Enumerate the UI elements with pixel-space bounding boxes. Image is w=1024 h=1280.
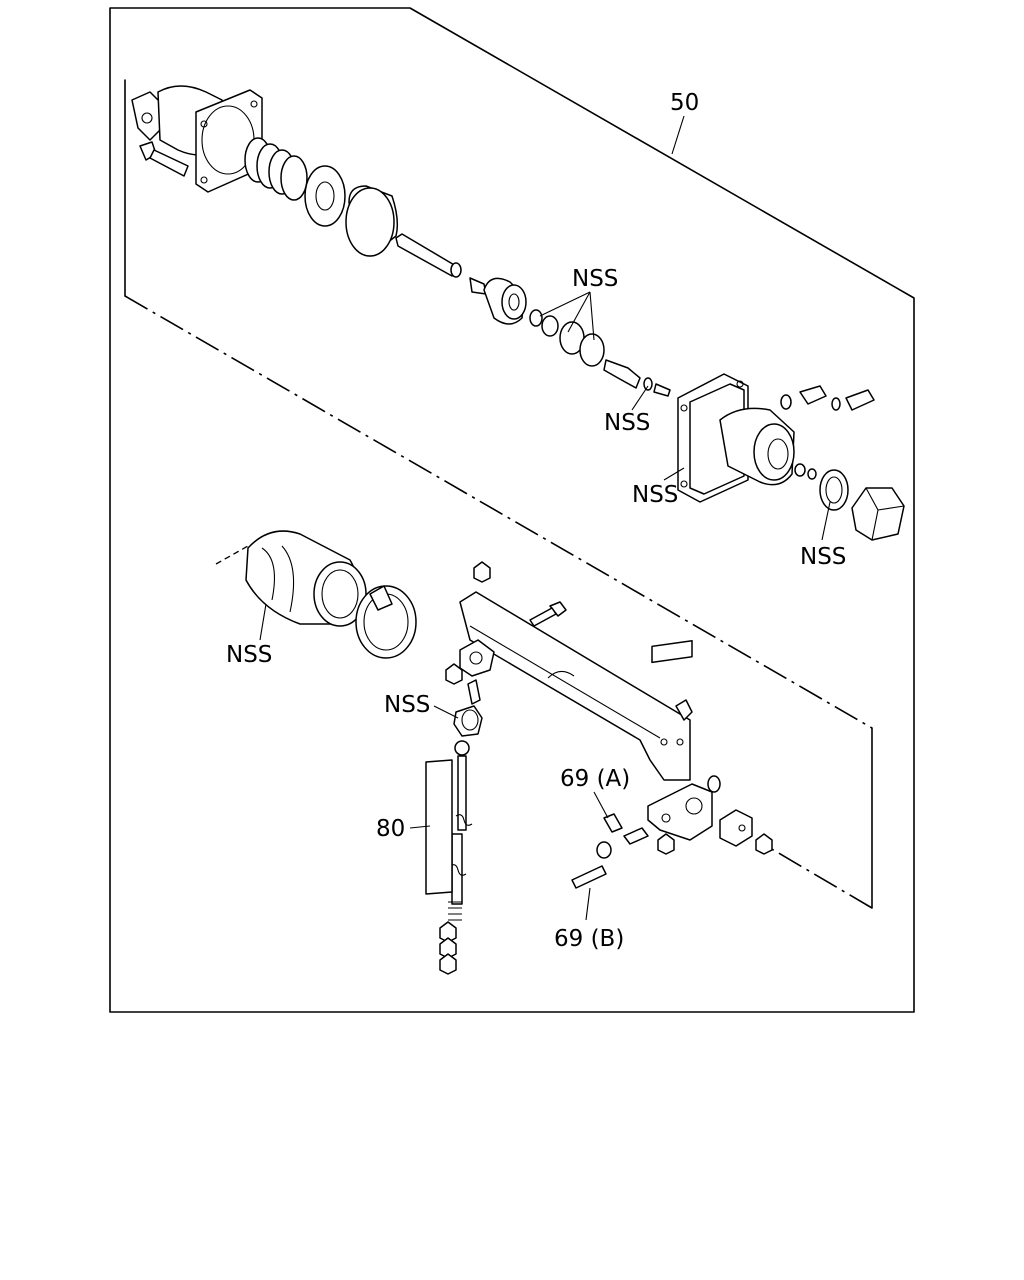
hex-plug xyxy=(851,487,905,541)
pin-69b xyxy=(571,865,607,889)
pin-69a xyxy=(603,813,623,833)
adjuster-block xyxy=(719,809,753,847)
cable-nuts xyxy=(439,921,457,975)
seal-rings xyxy=(529,309,605,367)
label-80: 80 xyxy=(376,816,405,842)
label-nss-flange: NSS xyxy=(632,482,678,508)
lever-arm xyxy=(459,591,693,781)
lever-nut-top xyxy=(473,561,491,583)
pin-69a-washer xyxy=(596,827,649,859)
push-rod xyxy=(395,233,462,278)
plug-gasket xyxy=(819,469,849,511)
valve-housing xyxy=(719,407,795,486)
bracket-nut-left xyxy=(657,833,675,855)
label-69a: 69 (A) xyxy=(560,766,630,792)
check-ball xyxy=(794,463,817,480)
label-69b: 69 (B) xyxy=(554,926,624,952)
lever-bolt xyxy=(529,601,567,627)
label-nss-seals: NSS xyxy=(572,266,618,292)
rod-tip xyxy=(469,277,487,295)
outer-frame xyxy=(109,7,915,1013)
label-nss-stem: NSS xyxy=(604,410,650,436)
clevis-bracket xyxy=(647,783,713,841)
bracket-nut-right xyxy=(755,833,773,855)
hose-clamp xyxy=(355,585,417,659)
cable-end-grommet xyxy=(453,705,483,737)
label-nss-boot: NSS xyxy=(226,642,272,668)
spring-seat-washer xyxy=(304,165,346,227)
cable-sleeve xyxy=(425,759,453,895)
label-nss-grommet: NSS xyxy=(384,692,430,718)
return-spring xyxy=(244,137,308,201)
leader-lines xyxy=(259,115,831,921)
mount-bolt xyxy=(139,141,189,177)
small-bolt xyxy=(467,679,481,705)
lever-nut-left xyxy=(445,663,463,685)
lever-pin-bolt xyxy=(675,699,693,721)
label-nss-gasket: NSS xyxy=(800,544,846,570)
assembly-50-boundary xyxy=(124,79,873,909)
piston-body xyxy=(483,277,527,325)
bracket-clip xyxy=(707,775,721,793)
piston-stem xyxy=(603,359,671,397)
cable-assembly xyxy=(448,740,473,921)
dust-boot xyxy=(215,530,367,627)
piston-cup xyxy=(345,185,399,257)
label-50: 50 xyxy=(670,90,699,116)
bleeder-fittings xyxy=(780,385,875,411)
